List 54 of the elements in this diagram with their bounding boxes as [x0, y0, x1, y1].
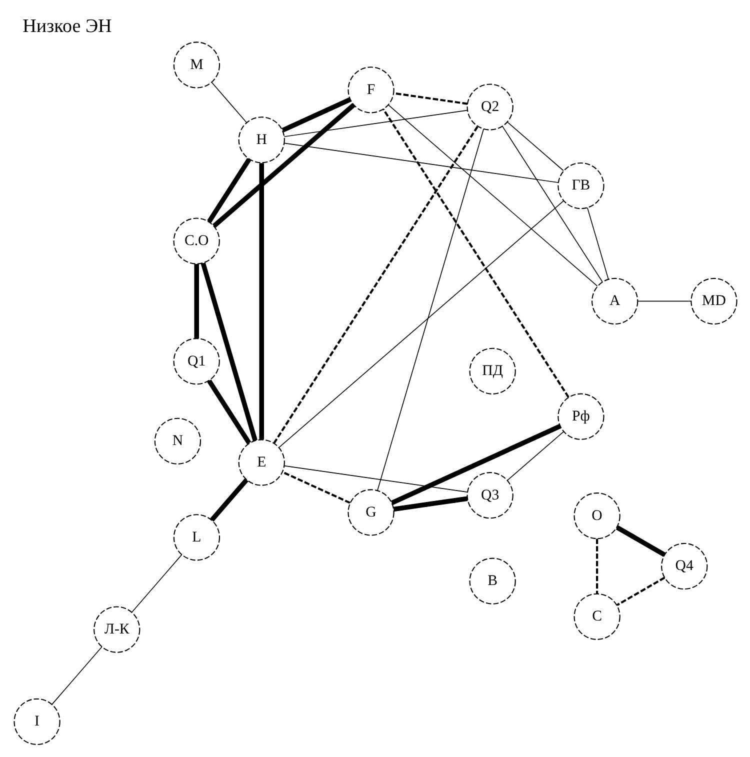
node-circle: A: [591, 278, 638, 325]
connector: [502, 126, 602, 282]
connector: [390, 424, 561, 506]
connector: [283, 142, 558, 183]
connector: [283, 110, 468, 138]
connector: [281, 97, 350, 132]
node-circle: Л-К: [93, 606, 140, 653]
node-circle: G: [347, 489, 394, 536]
connector: [51, 646, 102, 705]
connector: [283, 465, 468, 492]
connector: [506, 122, 564, 172]
connector: [616, 576, 665, 606]
connector: [278, 200, 564, 448]
node-circle: Q1: [172, 338, 220, 385]
connector: [392, 92, 468, 105]
connector: [282, 471, 350, 504]
connector: [382, 108, 569, 398]
connector: [194, 264, 198, 339]
node-circle: E: [238, 439, 284, 486]
node-circle: O: [573, 492, 620, 540]
node-circle: C: [573, 593, 620, 640]
node-circle: MD: [690, 278, 737, 325]
connector: [615, 525, 666, 557]
node-circle: ПД: [468, 348, 516, 394]
connector: [376, 128, 484, 491]
node-circle: M: [172, 42, 220, 88]
node-circle: Q4: [660, 542, 708, 590]
node-circle: ГВ: [557, 162, 604, 210]
connector: [272, 126, 478, 444]
node-circle: I: [13, 698, 60, 746]
connector: [586, 207, 608, 280]
node-circle: L: [172, 514, 220, 561]
connector: [200, 262, 257, 442]
connector: [206, 158, 251, 223]
node-circle: С.О: [172, 218, 220, 264]
node-circle: N: [154, 418, 201, 464]
connector: [209, 478, 248, 522]
connector: [636, 300, 691, 302]
node-circle: Q3: [466, 472, 513, 519]
connector: [387, 104, 598, 286]
node-circle: H: [238, 116, 284, 164]
connector: [212, 103, 355, 228]
node-circle: F: [347, 66, 394, 114]
connector: [392, 496, 468, 512]
connector: [210, 82, 247, 124]
node-circle: B: [468, 558, 516, 604]
connector: [258, 163, 264, 440]
connector: [506, 431, 564, 481]
connector: [130, 554, 182, 613]
diagram-title: Низкое ЭН: [22, 16, 112, 38]
node-circle: Рф: [557, 393, 604, 440]
node-circle: Q2: [466, 84, 513, 130]
connector: [596, 538, 598, 594]
connector: [206, 380, 251, 444]
